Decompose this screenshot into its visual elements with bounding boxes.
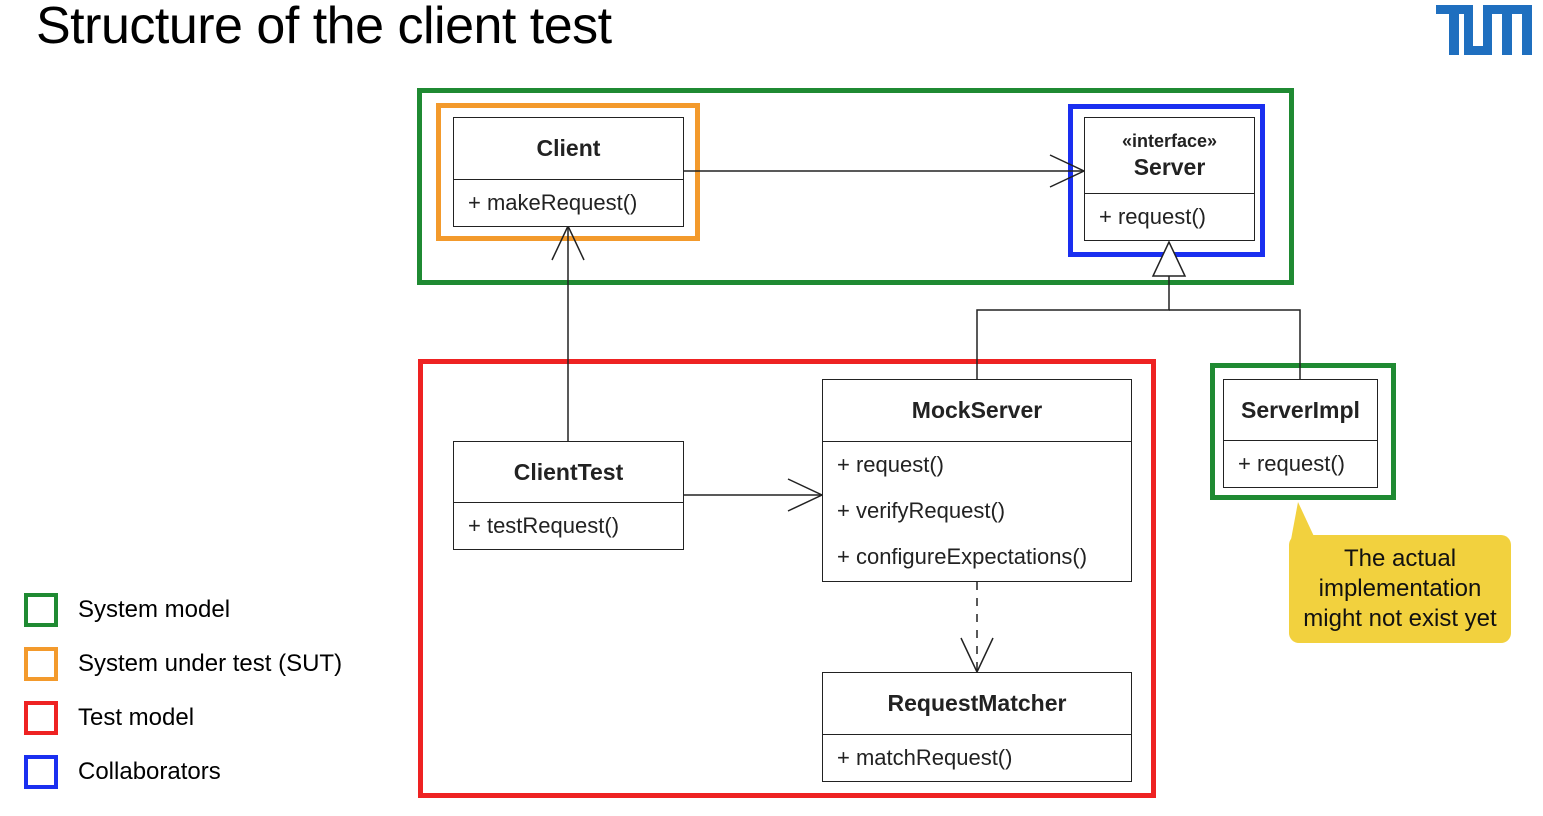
legend-item-collaborators: Collaborators	[24, 745, 342, 799]
tum-logo	[1436, 5, 1532, 55]
mockserver-class: MockServer + request() + verifyRequest()…	[822, 379, 1132, 582]
slide-title: Structure of the client test	[36, 0, 612, 55]
legend-label-sut: System under test (SUT)	[78, 650, 343, 677]
test-model-frame	[418, 359, 1156, 798]
requestmatcher-class-name: RequestMatcher	[887, 690, 1067, 716]
mockserver-op-configure-expectations: + configureExpectations()	[837, 544, 1088, 569]
mockserver-op-request: + request()	[837, 452, 944, 477]
realization-triangle	[1151, 240, 1187, 277]
legend-item-sut: System under test (SUT)	[24, 637, 342, 691]
legend-item-test-model: Test model	[24, 691, 342, 745]
implementation-callout: The actual implementation might not exis…	[1289, 535, 1511, 643]
serverimpl-op-request: + request()	[1238, 451, 1345, 476]
client-op-make-request: + makeRequest()	[468, 190, 638, 215]
clienttest-class: ClientTest + testRequest()	[453, 441, 684, 550]
server-op-request: + request()	[1099, 204, 1206, 229]
legend-swatch-system-model	[24, 593, 58, 627]
client-class: Client + makeRequest()	[453, 117, 684, 227]
legend-item-system-model: System model	[24, 583, 342, 637]
server-class-name: Server	[1133, 153, 1206, 180]
callout-pointer	[1290, 502, 1318, 545]
mockserver-op-verify-request: + verifyRequest()	[837, 498, 1006, 523]
client-class-name: Client	[536, 135, 601, 161]
legend-label-test-model: Test model	[78, 704, 195, 731]
legend-swatch-sut	[24, 647, 58, 681]
requestmatcher-class: RequestMatcher + matchRequest()	[822, 672, 1132, 782]
server-stereotype: «interface»	[1121, 130, 1218, 151]
legend-label-system-model: System model	[78, 596, 231, 623]
legend: System model System under test (SUT) Tes…	[24, 583, 342, 799]
serverimpl-realization-line	[1169, 309, 1301, 379]
serverimpl-class: ServerImpl + request()	[1223, 379, 1378, 488]
clienttest-op-test-request: + testRequest()	[468, 513, 620, 538]
serverimpl-class-name: ServerImpl	[1241, 396, 1360, 423]
legend-swatch-collaborators	[24, 755, 58, 789]
legend-swatch-test-model	[24, 701, 58, 735]
requestmatcher-op-match-request: + matchRequest()	[837, 745, 1013, 770]
mockserver-class-name: MockServer	[911, 397, 1043, 423]
clienttest-class-name: ClientTest	[513, 458, 624, 485]
server-interface: «interface» Server + request()	[1084, 117, 1255, 241]
system-model-frame	[417, 88, 1294, 285]
server-impl-frame	[1210, 363, 1396, 500]
mockserver-realization-line	[976, 276, 1170, 379]
legend-label-collaborators: Collaborators	[78, 758, 221, 785]
